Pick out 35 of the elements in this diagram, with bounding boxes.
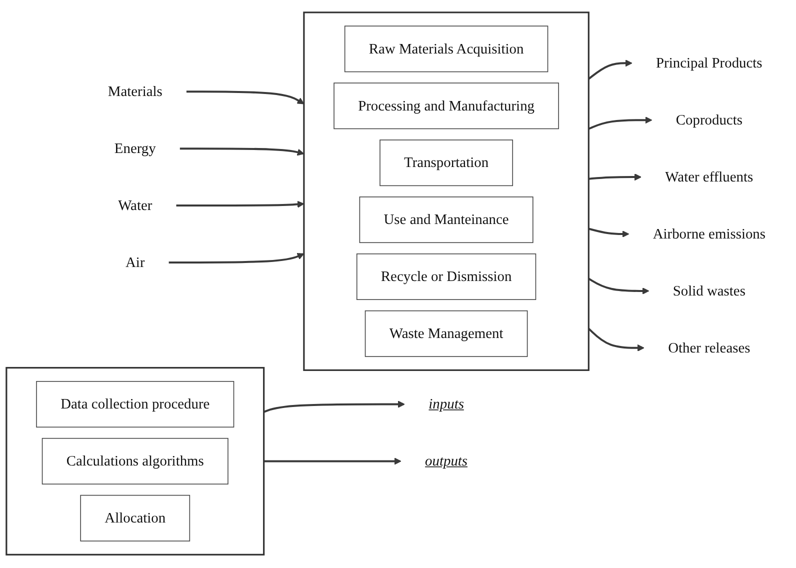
node-text: Energy (114, 140, 156, 157)
arrow (168, 253, 304, 264)
node-text: inputs (428, 396, 464, 412)
arrow (588, 278, 650, 295)
arrow (588, 174, 642, 182)
arrow (588, 328, 644, 352)
arrow (186, 91, 304, 105)
arrow (588, 60, 632, 80)
node-box: Raw Materials Acquisition (344, 26, 548, 73)
node-box: Recycle or Dismission (356, 254, 536, 300)
node-text: Airborne emissions (652, 226, 766, 242)
cluster (303, 12, 590, 372)
node-box: Calculations algorithms (42, 438, 228, 485)
arrow (264, 458, 402, 466)
arrow (263, 401, 405, 414)
node-text: Principal Products (656, 55, 762, 72)
node-text: Coproducts (676, 112, 742, 128)
node-box: Allocation (80, 495, 190, 542)
arrow (180, 148, 304, 156)
node-box: Use and Manteinance (359, 196, 534, 244)
node-text: outputs (425, 453, 468, 470)
node-box: Processing and Manufacturing (334, 83, 559, 130)
node-text: Materials (108, 84, 162, 100)
arrow (588, 117, 652, 130)
arrow (176, 201, 304, 208)
node-text: Water (118, 198, 152, 214)
cluster (6, 367, 265, 556)
node-box: Data collection procedure (36, 381, 234, 428)
node-text: Water effluents (665, 169, 754, 186)
node-text: Air (126, 254, 145, 271)
arrow (588, 228, 630, 238)
node-text: Other releases (668, 340, 750, 356)
node-box: Waste Management (364, 310, 528, 358)
node-text: Solid wastes (672, 282, 746, 300)
node-box: Transportation (380, 140, 513, 187)
